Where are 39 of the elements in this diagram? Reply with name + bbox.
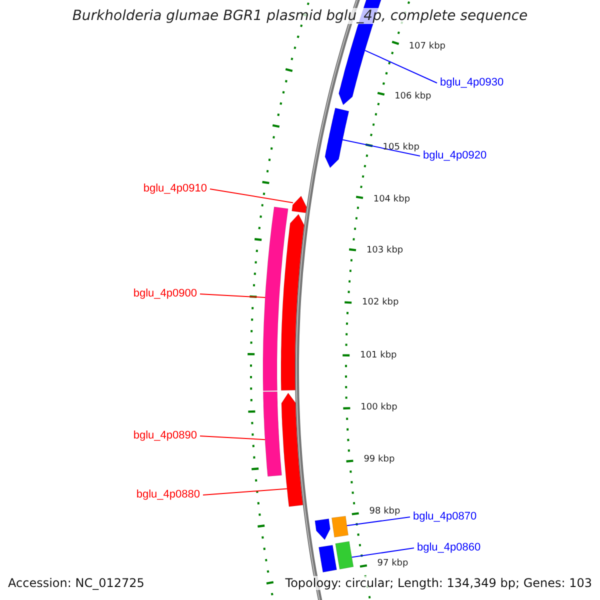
tick-label: 102 kbp	[362, 298, 399, 308]
gene-label: bglu_4p0890	[133, 430, 197, 442]
tick-label: 97 kbp	[377, 559, 408, 568]
leader-line	[210, 188, 294, 204]
gene-label: bglu_4p0860	[417, 542, 481, 554]
leader-line	[351, 548, 414, 558]
pointed-gene-block	[314, 518, 330, 540]
gene-block	[318, 544, 337, 572]
leader-line	[364, 50, 438, 84]
tick-label: 106 kbp	[394, 92, 432, 102]
leader-line	[346, 516, 410, 526]
leader-line	[200, 436, 266, 440]
pointed-gene-block	[292, 196, 307, 214]
gene-label: bglu_4p0880	[136, 490, 200, 500]
tick-label: 98 kbp	[369, 507, 400, 516]
pointed-gene-block	[324, 108, 350, 168]
gene-block	[335, 541, 354, 570]
gene-block	[262, 391, 282, 477]
gene-label: bglu_4p0930	[440, 78, 504, 88]
tick-label: 107 kbp	[408, 42, 446, 52]
tick-label: 105 kbp	[382, 144, 420, 153]
gene-label: bglu_4p0870	[413, 512, 477, 522]
gene-label: bglu_4p0920	[423, 150, 487, 162]
tick-label: 103 kbp	[366, 246, 404, 256]
gene-block	[262, 206, 288, 391]
tick-label: 99 kbp	[364, 455, 395, 464]
tick-label: 104 kbp	[373, 195, 410, 204]
gene-block	[331, 516, 349, 538]
tick-label: 100 kbp	[360, 403, 398, 412]
leader-line	[202, 488, 288, 496]
gene-label: bglu_4p0900	[133, 288, 197, 300]
pointed-gene-block	[281, 392, 304, 507]
footer-text: Topology: circular; Length: 134,349 bp; Genes: 103	[285, 576, 592, 590]
tick-label: 101 kbp	[360, 351, 397, 360]
pointed-gene-block	[280, 214, 304, 391]
leader-line	[200, 294, 266, 298]
footer-text: Accession: NC_012725	[8, 576, 144, 590]
leader-line	[342, 139, 420, 156]
gene-label: bglu_4p0910	[143, 184, 207, 194]
